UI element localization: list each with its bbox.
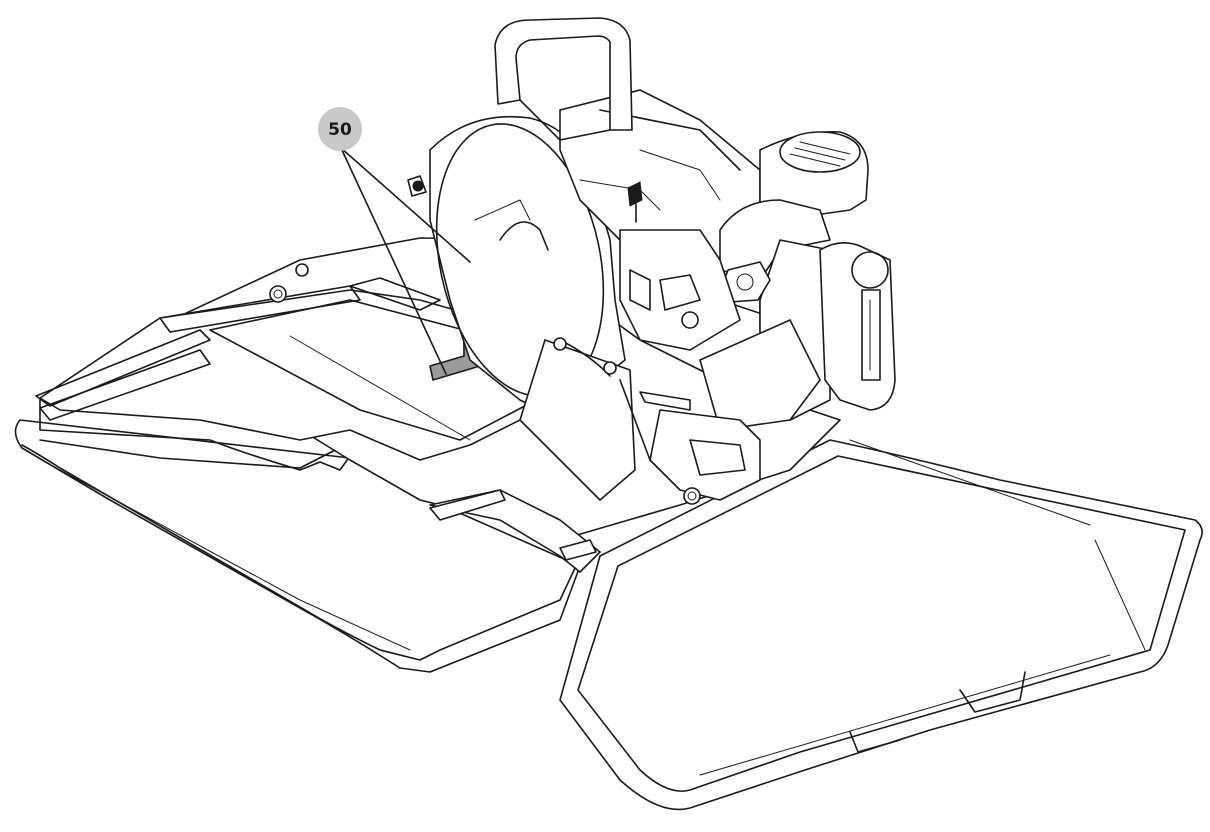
bevel-mechanism xyxy=(619,181,741,351)
callout-leader-line xyxy=(340,147,447,375)
callout-leader-line-2 xyxy=(340,147,471,263)
carry-handle xyxy=(494,17,633,141)
motor-housing xyxy=(559,89,761,271)
sliding-table xyxy=(35,263,561,461)
right-extension-table xyxy=(559,439,1203,811)
callout-label: 50 xyxy=(328,120,352,140)
side-pump-box xyxy=(819,242,896,411)
callout-50: 50 xyxy=(318,107,471,375)
callout-bubble xyxy=(318,107,362,151)
rear-clamp xyxy=(639,391,761,505)
rail-bumper xyxy=(429,489,597,561)
